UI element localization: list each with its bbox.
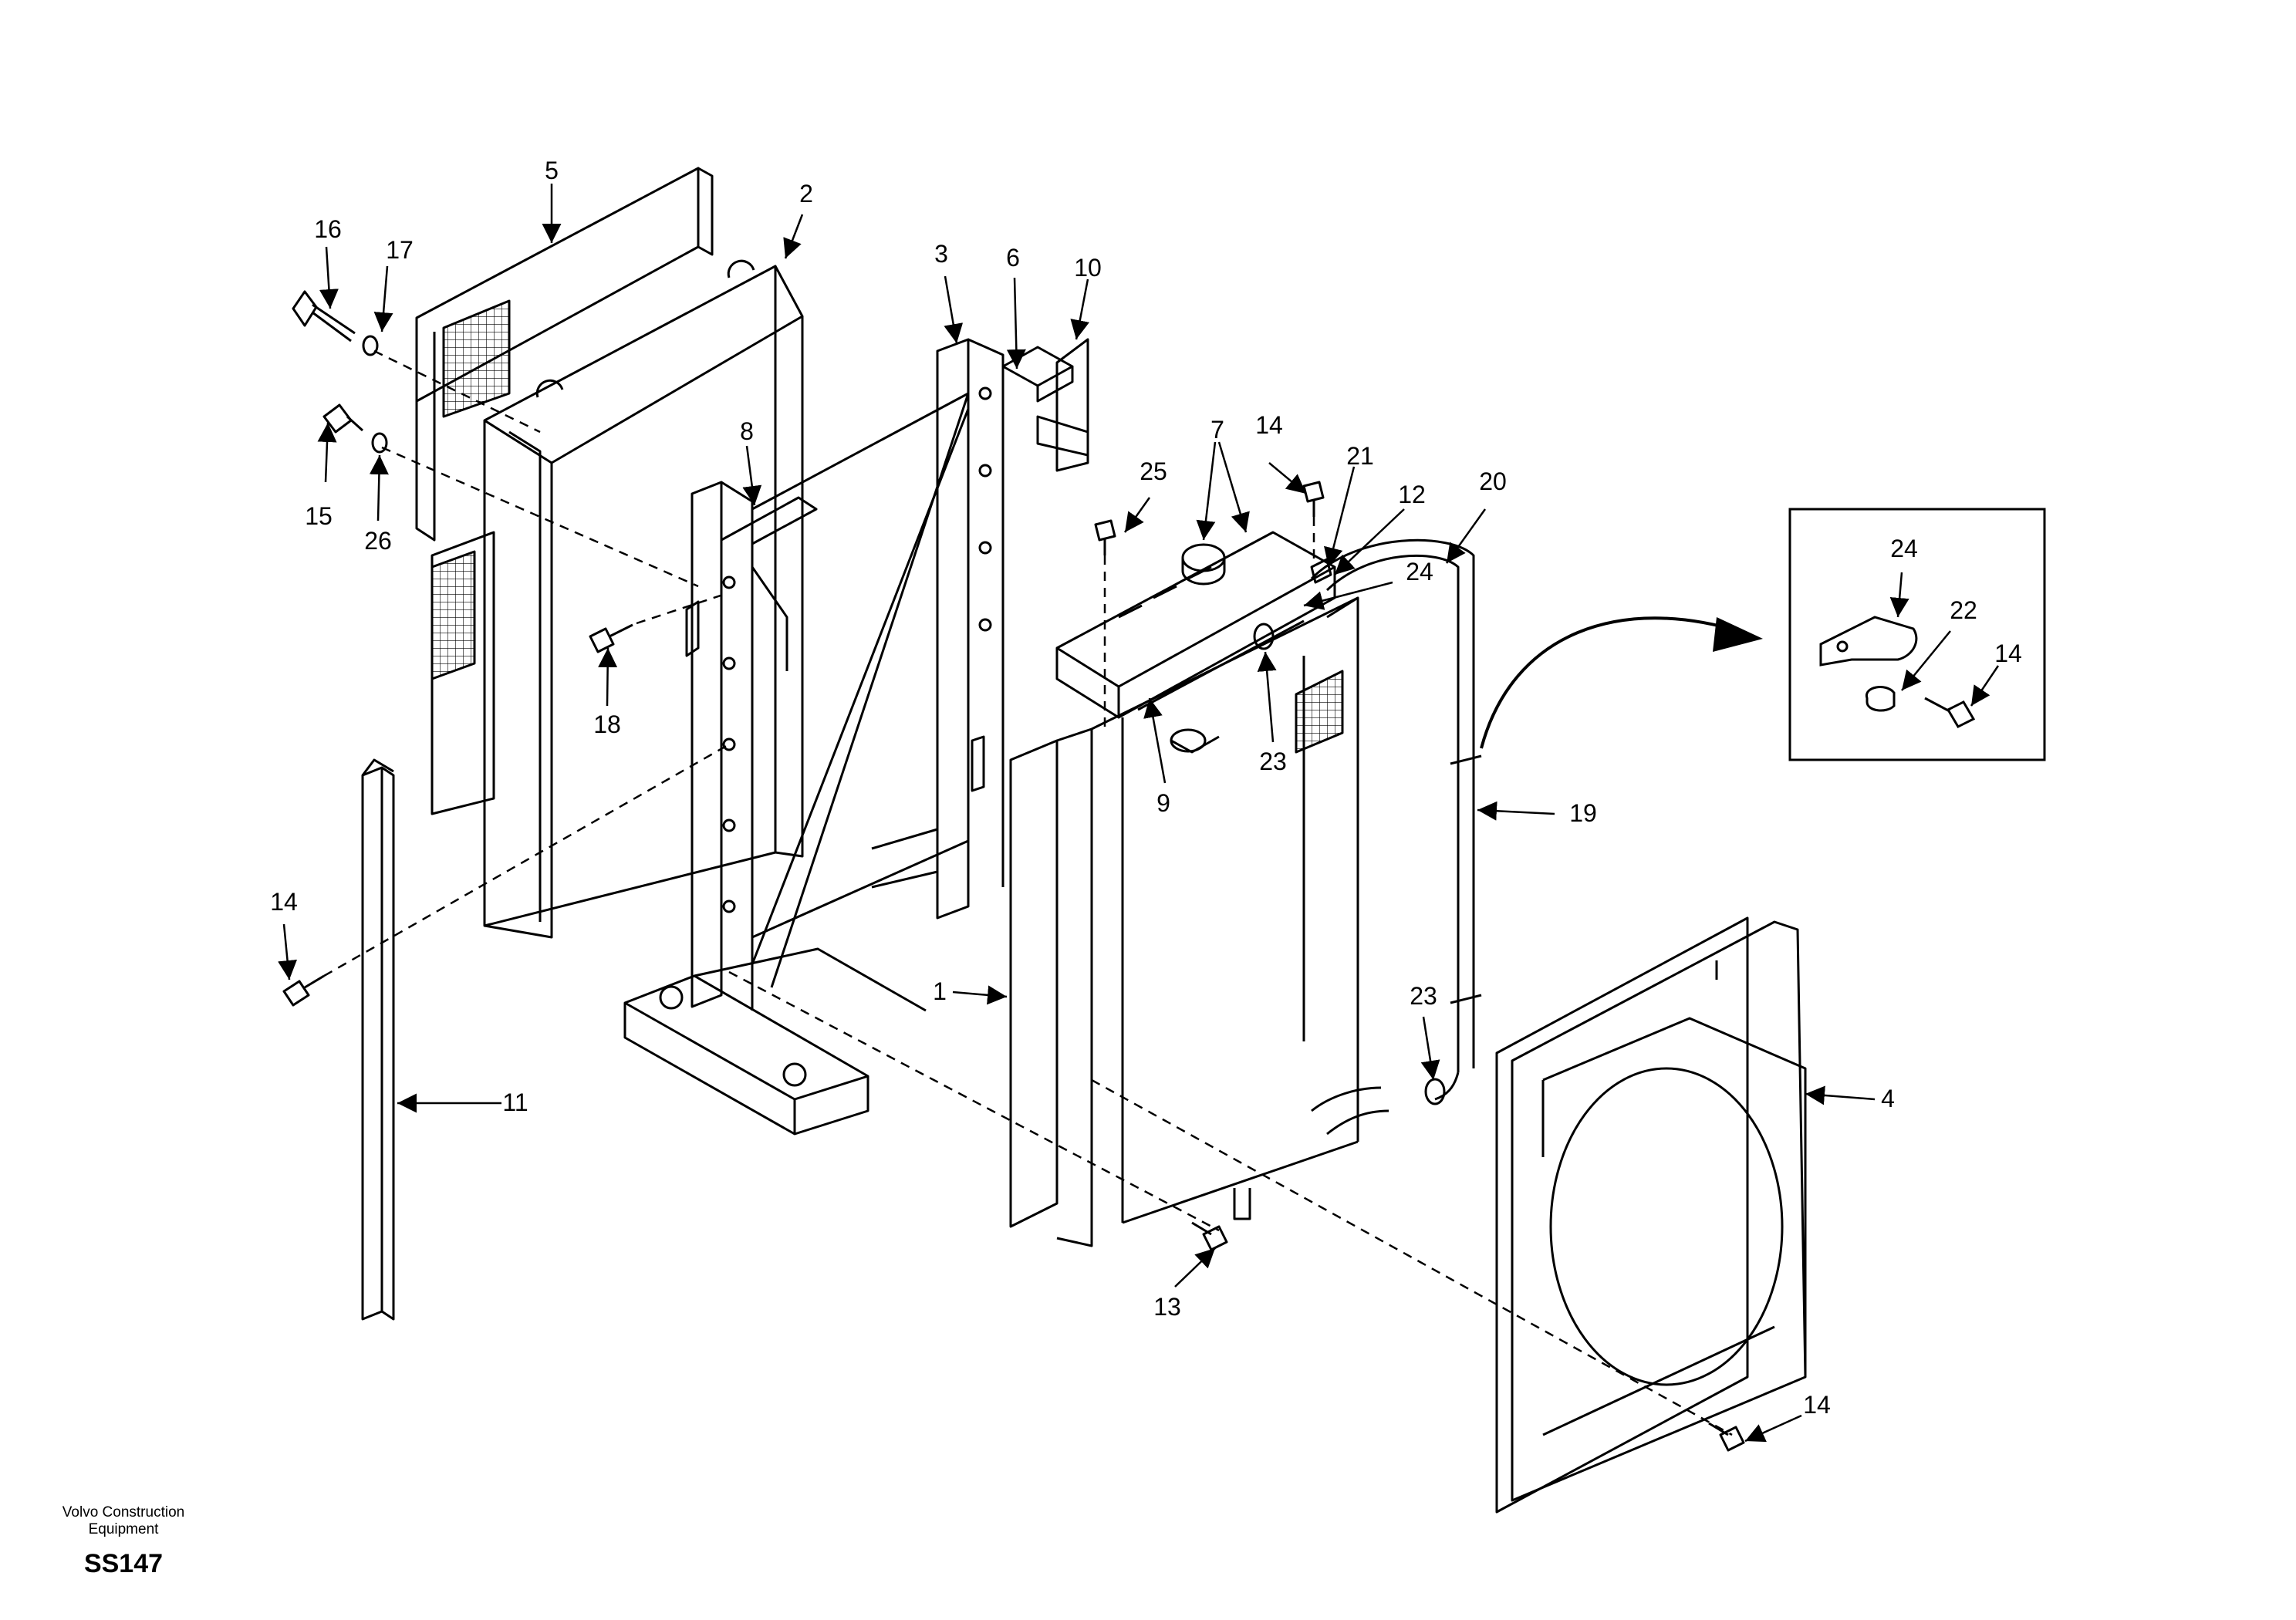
- seal-part-23-bottom: [1424, 1078, 1446, 1105]
- hose-part-19-20: [1310, 538, 1482, 1101]
- callout-17: 17: [386, 236, 414, 264]
- bolt-part-15: [322, 403, 364, 434]
- callout-12: 12: [1398, 481, 1426, 508]
- inset-bolt-part-14: [1924, 697, 1976, 728]
- callout-21: 21: [1346, 442, 1374, 470]
- mounting-plate-part-10: [1036, 338, 1089, 472]
- callout-10: 10: [1074, 254, 1102, 282]
- support-bracket-part-8: [685, 481, 818, 1011]
- drawing-code: SS147: [83, 1549, 164, 1578]
- bolt-part-25: [1094, 519, 1116, 555]
- fan-shroud-part-4: [1495, 916, 1807, 1514]
- frame-post-part-3: [751, 338, 1004, 988]
- inset-callout-24: 24: [1890, 535, 1918, 562]
- wing-bolt-part-16: [292, 290, 356, 343]
- inset-callout-22: 22: [1950, 596, 1977, 624]
- callout-26: 26: [364, 527, 392, 555]
- radiator-cap-part-7: [1181, 543, 1226, 586]
- callout-14-top: 14: [1255, 411, 1283, 439]
- radiator-part-1: [1009, 596, 1389, 1247]
- detail-curved-arrow: [1480, 616, 1744, 749]
- callout-18: 18: [593, 710, 621, 738]
- inset-clip-part-22: [1866, 686, 1896, 712]
- callout-4: 4: [1881, 1085, 1895, 1112]
- callout-13: 13: [1153, 1293, 1181, 1321]
- washer-part-17: [362, 335, 379, 356]
- callout-1: 1: [933, 977, 947, 1005]
- callout-25: 25: [1140, 457, 1167, 485]
- callout-9: 9: [1156, 789, 1170, 817]
- bolt-part-14-top: [1302, 481, 1325, 517]
- maker-name-line-2: Equipment: [88, 1521, 159, 1537]
- seal-part-23-top: [1253, 623, 1275, 650]
- alignment-lines: [323, 349, 1733, 1436]
- detail-arrowhead: [1713, 617, 1763, 652]
- callout-7: 7: [1210, 416, 1224, 444]
- callout-6: 6: [1006, 244, 1020, 272]
- callout-14-bottom: 14: [1803, 1391, 1831, 1419]
- callout-20: 20: [1479, 467, 1507, 495]
- callout-2: 2: [799, 180, 813, 208]
- inset-clamp-part-24: [1819, 616, 1918, 667]
- base-mount: [623, 947, 927, 1136]
- clamp-part-21: [1310, 558, 1332, 584]
- tank-plate-part-9: [1055, 531, 1336, 719]
- bolt-part-14-left: [282, 974, 325, 1007]
- inset-callout-14: 14: [1994, 640, 2022, 667]
- callout-3: 3: [934, 240, 948, 268]
- callout-labels: 5 2 16 17 3 6 10 8 15 26 14 7 21 12 20 2…: [270, 157, 2022, 1419]
- callout-5: 5: [545, 157, 559, 184]
- callout-24-main: 24: [1406, 558, 1433, 586]
- bolt-part-14-bottom: [1708, 1422, 1745, 1452]
- callout-15: 15: [305, 502, 333, 530]
- callout-8: 8: [740, 417, 754, 445]
- callout-23-bottom: 23: [1410, 982, 1437, 1010]
- bolt-part-13: [1191, 1221, 1228, 1251]
- maker-name-line-1: Volvo Construction: [62, 1504, 185, 1520]
- bolt-part-18: [589, 623, 633, 653]
- mounting-plate-part-6: [1001, 346, 1074, 403]
- callout-19: 19: [1569, 799, 1597, 827]
- callout-16: 16: [314, 215, 342, 243]
- publisher-footer: Volvo Construction Equipment SS147: [31, 1504, 216, 1579]
- oil-cooler-part-2: [483, 259, 804, 939]
- callout-leaders: [278, 184, 2000, 1443]
- strap-part-11: [361, 758, 395, 1321]
- detail-inset: [1788, 508, 2046, 761]
- callout-14-left: 14: [270, 888, 298, 916]
- screen-panel-part-5: [415, 167, 714, 815]
- washer-part-26: [371, 432, 388, 454]
- callout-23-top: 23: [1259, 748, 1287, 775]
- callout-11: 11: [502, 1088, 528, 1116]
